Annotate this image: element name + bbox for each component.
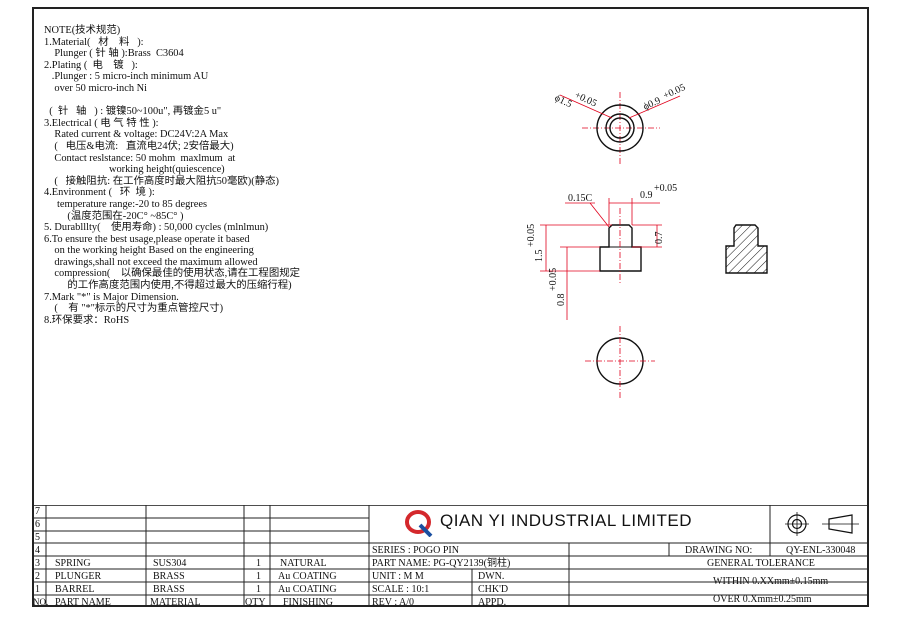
drawing-frame (32, 7, 869, 607)
row-number: 2 (35, 571, 40, 582)
drawing-no: QY-ENL-330048 (786, 545, 856, 556)
part-finishing: Au COATING (278, 584, 337, 595)
part-material: BRASS (153, 571, 185, 582)
note-line: drawings,shall not exceed the maximum al… (44, 256, 258, 268)
header-finishing: FINISHING (283, 597, 333, 608)
part-name-field: PART NAME: PG-QY2139(铜柱) (372, 558, 511, 569)
technical-notes: NOTE(技术规范)1.Material( 材 料 ): Plunger ( 针… (44, 25, 374, 326)
note-line: 5. Durablllty( 使用寿命) : 50,000 cycles (ml… (44, 222, 269, 234)
part-name: SPRING (55, 558, 91, 569)
row-number: 1 (35, 584, 40, 595)
tolerance-within: WITHIN 0.XXmm±0.15mm (713, 576, 829, 587)
dim-head-width: 0.9 (640, 190, 653, 201)
note-line: ( 有 "*"标示的尺寸为重点管控尺寸) (44, 303, 224, 315)
part-name: BARREL (55, 584, 95, 595)
scale: SCALE : 10:1 (372, 584, 430, 595)
header-material: MATERIAL (150, 597, 201, 608)
note-line: compression( 以确保最佳的使用状态,请在工程图规定 (44, 268, 300, 280)
dim-diameter-inner: ϕ0.9 (642, 95, 663, 112)
dim-total-height: 1.5 (534, 250, 545, 263)
note-line: 2.Plating ( 电 镀 ): (44, 59, 138, 71)
side-view (540, 198, 662, 320)
tolerance-title: GENERAL TOLERANCE (707, 558, 815, 569)
note-line: (温度范围在-20C° ~85C° ) (44, 210, 184, 222)
header-qty: QTY (245, 597, 266, 608)
dim-base-height: 0.8 (556, 294, 567, 307)
note-line: ( 电压&电流: 直流电24伏; 2安倍最大) (44, 140, 234, 152)
part-qty: 1 (256, 584, 261, 595)
note-line: on the working height Based on the engin… (44, 245, 254, 257)
revision: REV : A/0 (372, 597, 415, 608)
note-line: 1.Material( 材 料 ): (44, 36, 144, 48)
note-line: 3.Electrical ( 电 气 特 性 ): (44, 117, 159, 129)
note-line: Rated current & voltage: DC24V:2A Max (44, 129, 229, 141)
note-line: Contact reslstance: 50 mohm maxlmum at (44, 152, 236, 164)
note-line: 6.To ensure the best usage,please operat… (44, 233, 250, 245)
part-material: SUS304 (153, 558, 187, 569)
company-logo-icon (405, 510, 433, 537)
row-number: 4 (35, 545, 40, 556)
tolerance-over: OVER 0.Xmm±0.25mm (713, 594, 812, 605)
note-line: .Plunger : 5 micro-inch minimum AU (44, 71, 209, 83)
note-line: ( 针 轴 ) : 镀镍50~100u", 再镀金5 u" (44, 106, 222, 118)
unit: UNIT : M M (372, 571, 424, 582)
row-number: 7 (35, 506, 40, 517)
part-material: BRASS (153, 584, 185, 595)
note-line: 4.Environment ( 环 境 ): (44, 187, 155, 199)
part-finishing: Au COATING (278, 571, 337, 582)
note-line: working height(quiescence) (44, 164, 225, 176)
note-line: over 50 micro-inch Ni (44, 82, 148, 94)
header-no: NO. (33, 597, 49, 607)
part-qty: 1 (256, 571, 261, 582)
dim-head-height: 0.7 (654, 232, 665, 245)
row-number: 5 (35, 532, 40, 543)
company-name: QIAN YI INDUSTRIAL LIMITED (440, 511, 692, 530)
part-name: PLUNGER (55, 571, 102, 582)
note-line: 7.Mark "*" is Major Dimension. (44, 291, 179, 303)
checked-by: CHK'D (478, 584, 509, 595)
row-number: 3 (35, 558, 40, 569)
row-number: 6 (35, 519, 40, 530)
dim-total-height-tol: +0.05 (526, 224, 537, 247)
dim-chamfer: 0.15C (568, 193, 593, 204)
note-line: 8.环保要求：RoHS (44, 314, 130, 326)
series: SERIES : POGO PIN (372, 545, 459, 556)
note-line: temperature range:-20 to 85 degrees (44, 198, 208, 210)
dim-head-width-tol: +0.05 (654, 183, 677, 194)
dim-diameter-outer: ϕ1.5 (553, 93, 574, 110)
dim-base-height-tol: +0.05 (548, 268, 559, 291)
note-line: Plunger ( 针 轴 ):Brass C3604 (44, 48, 184, 60)
approved-by: APPD. (478, 597, 507, 608)
part-finishing: NATURAL (280, 558, 327, 569)
note-line: NOTE(技术规范) (44, 25, 121, 36)
note-line: 的工作高度范围内使用,不得超过最大的压缩行程) (44, 280, 292, 292)
bottom-view (585, 326, 655, 398)
header-part-name: PART NAME (55, 597, 111, 608)
title-block (32, 505, 869, 607)
top-view (559, 92, 681, 165)
part-qty: 1 (256, 558, 261, 569)
drawn-by: DWN. (478, 571, 505, 582)
projection-symbol-icon (785, 512, 859, 536)
note-line: ( 接触阻抗: 在工作高度时最大阻抗50毫欧)(静态) (44, 175, 279, 187)
drawing-no-label: DRAWING NO: (685, 545, 753, 556)
section-view (725, 224, 768, 274)
